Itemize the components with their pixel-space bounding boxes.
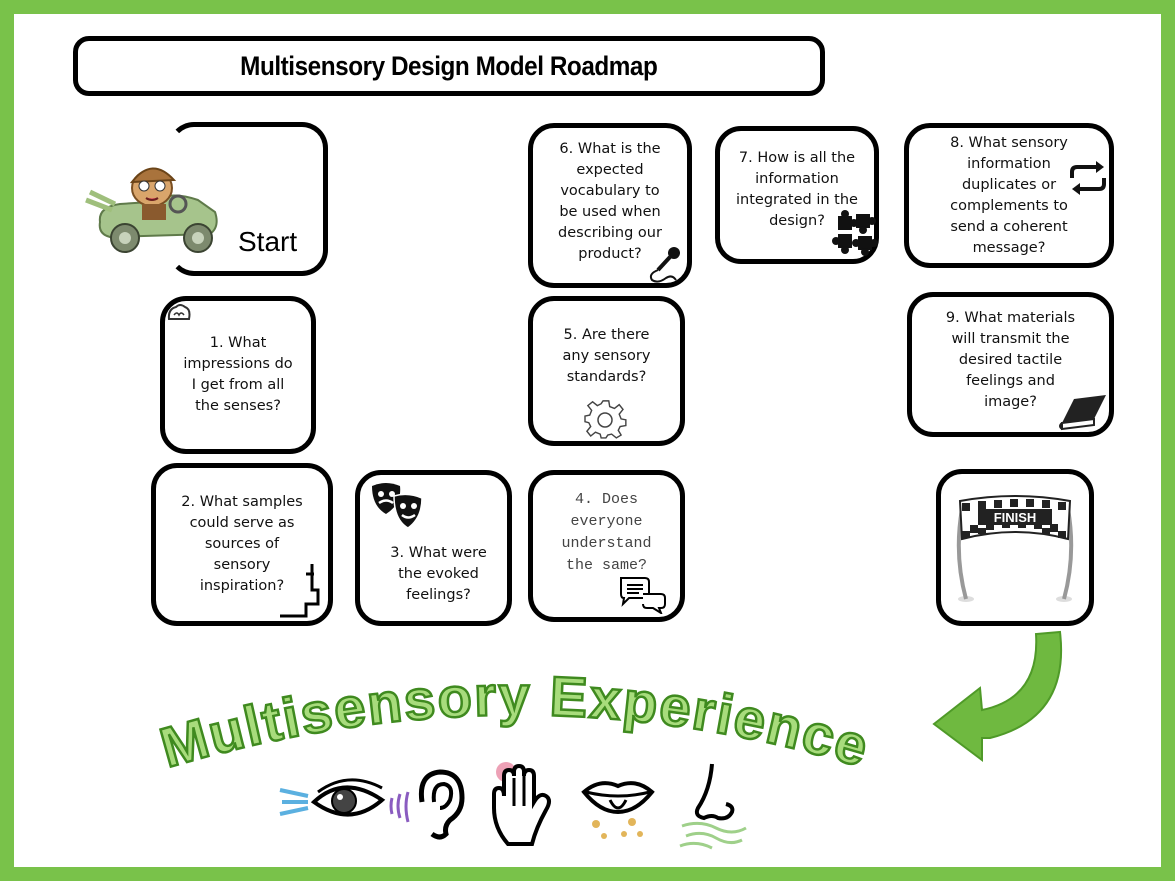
microphone-icon bbox=[649, 247, 680, 283]
step-text-7: 7. How is all the information integrated… bbox=[736, 150, 858, 229]
step-card-1[interactable]: 1. What impressions do I get from all th… bbox=[160, 296, 316, 454]
ear-icon bbox=[389, 769, 465, 840]
step-card-5[interactable]: 5. Are there any sensory standards? bbox=[528, 296, 685, 446]
step-card-4[interactable]: 4. Does everyone understand the same? bbox=[528, 470, 685, 622]
gear-icon bbox=[584, 400, 627, 439]
title-box: Multisensory Design Model Roadmap bbox=[73, 36, 825, 96]
step-text-6: 6. What is the expected vocabulary to be… bbox=[558, 140, 662, 262]
curved-arrow-icon bbox=[932, 630, 1063, 762]
step-text-5: 5. Are there any sensory standards? bbox=[562, 327, 651, 385]
hand-icon bbox=[492, 762, 551, 846]
step-text-1: 1. What impressions do I get from all th… bbox=[183, 335, 293, 414]
puzzle-icon bbox=[832, 210, 878, 256]
brain-icon bbox=[167, 304, 191, 320]
step-text-4: 4. Does everyone understand the same? bbox=[561, 491, 652, 574]
book-icon bbox=[1059, 395, 1106, 431]
step-text-3: 3. What were the evoked feelings? bbox=[390, 544, 487, 603]
pencil-icon bbox=[280, 564, 320, 618]
mouth-icon bbox=[581, 781, 655, 839]
step-text-2: 2. What samples could serve as sources o… bbox=[181, 494, 303, 594]
start-label: Start bbox=[238, 226, 298, 257]
step-text-8: 8. What sensory information duplicates o… bbox=[950, 134, 1068, 256]
repeat-arrows-icon bbox=[1070, 161, 1106, 195]
eye-icon bbox=[279, 778, 386, 817]
theater-masks-icon bbox=[372, 483, 423, 529]
finish-banner-icon: FINISH bbox=[956, 495, 1074, 602]
step-card-8[interactable]: 8. What sensory information duplicates o… bbox=[904, 123, 1114, 268]
nose-icon bbox=[679, 763, 747, 850]
chat-bubbles-icon bbox=[620, 577, 666, 614]
driver-car-icon bbox=[85, 167, 218, 253]
finish-label: FINISH bbox=[994, 510, 1037, 525]
page-title: Multisensory Design Model Roadmap bbox=[240, 50, 658, 81]
step-card-2[interactable]: 2. What samples could serve as sources o… bbox=[151, 463, 333, 626]
step-text-9: 9. What materials will transmit the desi… bbox=[945, 310, 1076, 410]
